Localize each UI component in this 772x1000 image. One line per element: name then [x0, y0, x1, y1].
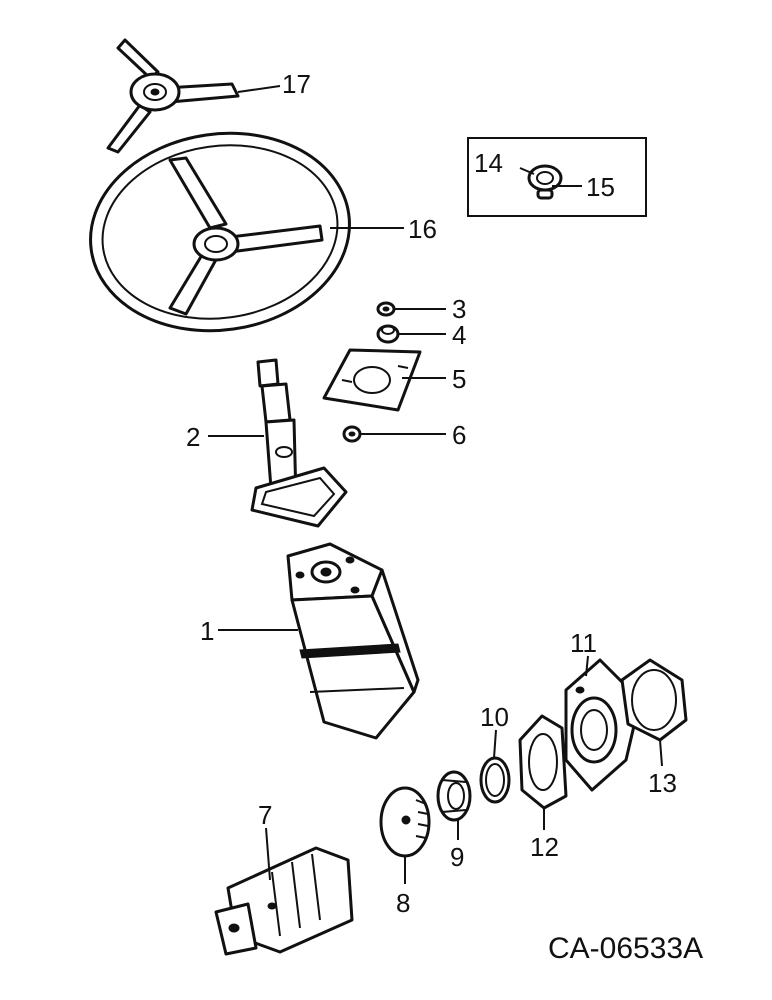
drawing-code: CA-06533A	[548, 932, 703, 965]
callout-14: 14	[474, 148, 503, 178]
part-13-gasket	[620, 658, 688, 742]
callout-8: 8	[396, 888, 410, 918]
callout-13: 13	[648, 768, 677, 798]
callout-3: 3	[452, 294, 466, 324]
part-1-gear-housing	[286, 542, 420, 740]
callout-16: 16	[408, 214, 437, 244]
callout-17: 17	[282, 69, 311, 99]
part-11-flange	[564, 658, 642, 792]
part-14-15-inset-box	[467, 137, 647, 217]
callout-6: 6	[452, 420, 466, 450]
part-9-bearing	[436, 770, 472, 822]
callout-labels: 17 16 14 15 3 4 5 6 2 1 7 8 9 10 12 11 1…	[186, 69, 677, 918]
callout-1: 1	[200, 616, 214, 646]
part-7-pump	[214, 846, 354, 956]
callout-11: 11	[570, 628, 597, 658]
callout-4: 4	[452, 320, 466, 350]
callout-2: 2	[186, 422, 200, 452]
leader-lines	[208, 85, 663, 884]
part-3-nut	[376, 301, 396, 317]
callout-12: 12	[530, 832, 559, 862]
part-8-gear	[379, 786, 431, 858]
part-17-wheel-spider	[106, 38, 240, 154]
part-12-gasket	[518, 714, 568, 810]
callout-10: 10	[480, 702, 509, 732]
callout-7: 7	[258, 800, 272, 830]
part-4-washer	[376, 324, 400, 344]
part-16-steering-wheel	[89, 131, 351, 333]
part-6-nut	[342, 425, 362, 443]
part-5-mounting-plate	[322, 348, 422, 412]
part-2-steering-shaft	[250, 358, 348, 528]
callout-5: 5	[452, 364, 466, 394]
callout-9: 9	[450, 842, 464, 872]
part-10-snap-ring	[479, 756, 511, 804]
callout-15: 15	[586, 172, 615, 202]
